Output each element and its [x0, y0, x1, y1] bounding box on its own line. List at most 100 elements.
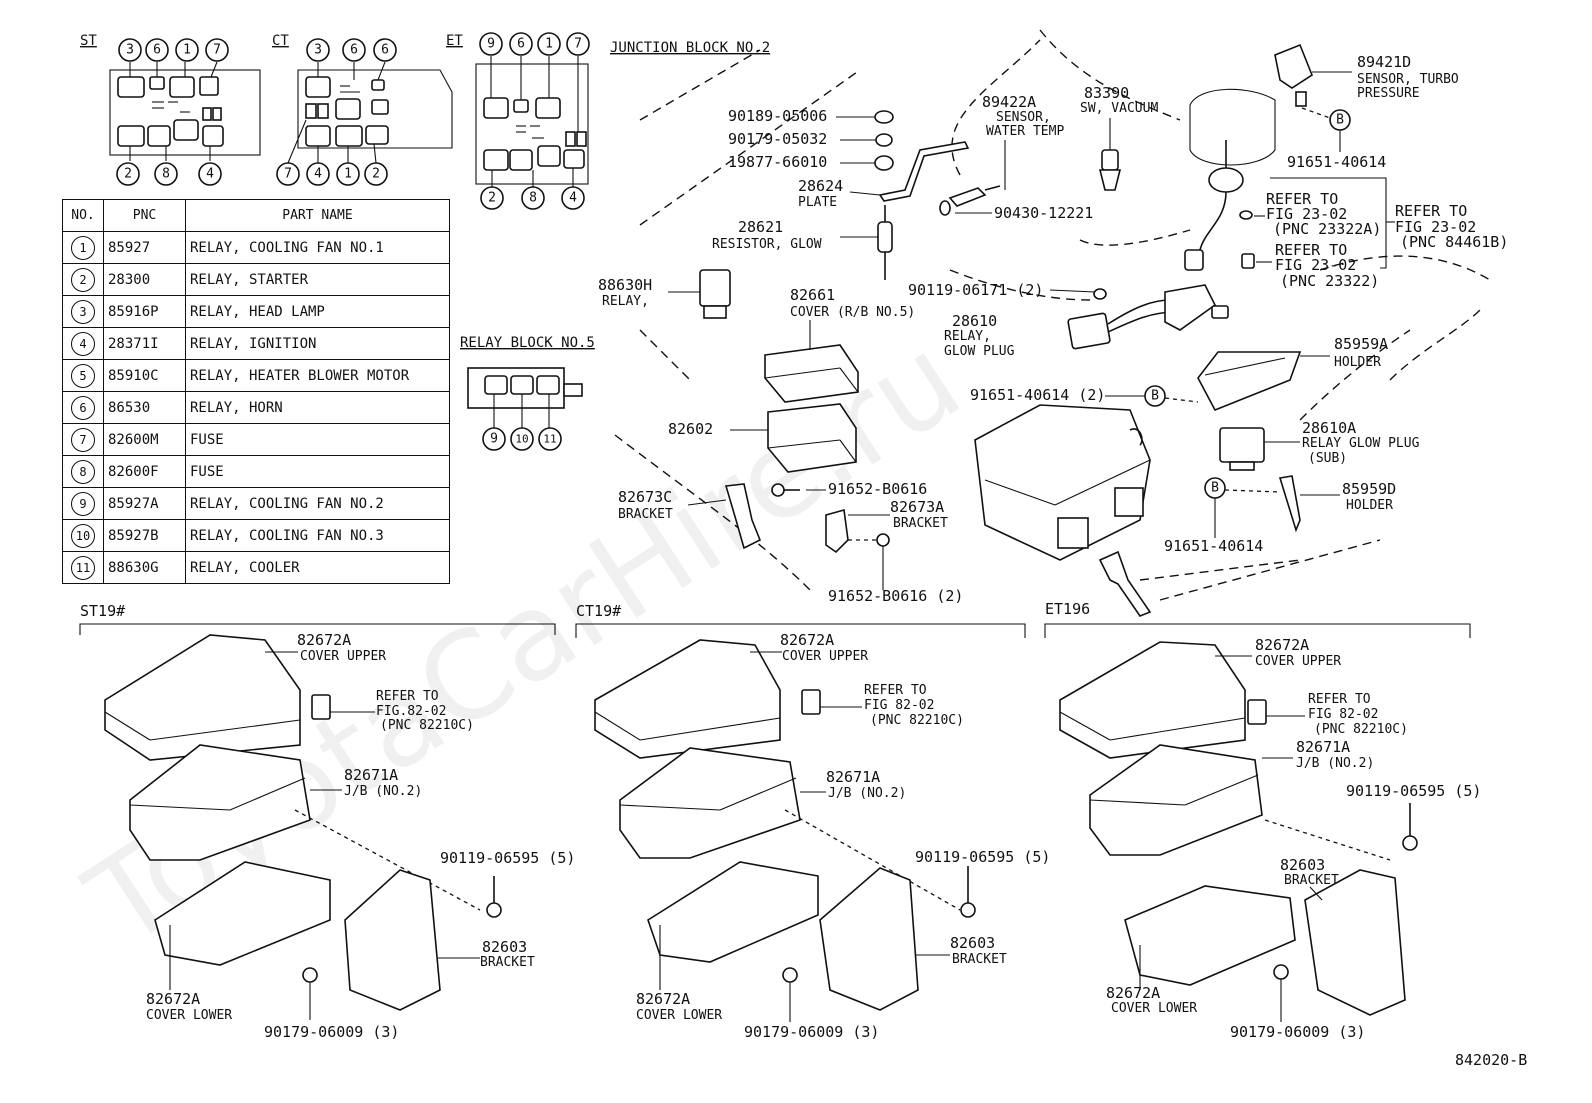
row-number: 4 — [71, 331, 95, 356]
label-relay-2: RELAY, — [944, 329, 991, 344]
label-91651-40614-top: 91651-40614 — [1287, 153, 1386, 171]
svg-text:1: 1 — [344, 167, 352, 182]
label-pnc-23322a: (PNC 23322A) — [1273, 220, 1381, 238]
svg-text:8: 8 — [529, 191, 537, 206]
label-water-temp: WATER TEMP — [986, 124, 1064, 139]
label-sw-vacuum: SW, VACUUM — [1080, 101, 1158, 116]
svg-text:10: 10 — [515, 433, 528, 446]
label-sensor: SENSOR, — [996, 110, 1051, 125]
svg-text:7: 7 — [213, 43, 221, 58]
holder-85959d — [1278, 475, 1301, 533]
label-90119-06171: 90119-06171 (2) — [908, 281, 1043, 299]
et-layout: ET 9 6 1 7 2 8 4 — [446, 32, 590, 210]
label-cover-rb5: COVER (R/B NO.5) — [790, 305, 915, 320]
row-pnc: 85927A — [103, 487, 186, 520]
svg-text:90119-06595 (5): 90119-06595 (5) — [915, 848, 1050, 866]
label-28610a: 28610A — [1302, 419, 1356, 437]
engine-room-box — [974, 404, 1152, 617]
svg-text:82672A: 82672A — [1255, 636, 1309, 654]
label-82661: 82661 — [790, 286, 835, 304]
svg-text:4: 4 — [314, 167, 322, 182]
row-number: 2 — [71, 267, 95, 292]
label-holder-1: HOLDER — [1334, 355, 1381, 370]
label-pnc-84461b: (PNC 84461B) — [1400, 233, 1508, 251]
svg-text:3: 3 — [126, 43, 134, 58]
screw-91652 — [771, 483, 826, 497]
row-number: 3 — [71, 299, 95, 324]
svg-text:6: 6 — [350, 43, 358, 58]
et-block-outline — [475, 63, 589, 185]
label-bracket-2: BRACKET — [893, 516, 948, 531]
label-85959d: 85959D — [1342, 480, 1396, 498]
svg-text:COVER LOWER: COVER LOWER — [146, 1008, 232, 1023]
row-pnc: 28371I — [103, 327, 186, 360]
row-pnc: 82600M — [103, 423, 186, 456]
svg-text:REFER TO: REFER TO — [864, 683, 927, 698]
st-top-callouts: 3 6 1 7 — [118, 38, 229, 62]
svg-text:(PNC 82210C): (PNC 82210C) — [1314, 722, 1408, 737]
junction-block-title: JUNCTION BLOCK NO.2 — [610, 40, 770, 56]
bracket-82673a — [825, 508, 890, 590]
row-part-name: RELAY, COOLING FAN NO.3 — [185, 519, 450, 552]
svg-text:BRACKET: BRACKET — [952, 952, 1007, 967]
svg-text:4: 4 — [569, 191, 577, 206]
label-28624: 28624 — [798, 177, 843, 195]
ct-block-outline — [297, 69, 453, 149]
label-fig-2: FIG 23-02 — [1275, 256, 1356, 274]
label-fig-1: FIG 23-02 — [1266, 205, 1347, 223]
row-pnc: 82600F — [103, 455, 186, 488]
row-pnc: 85927 — [103, 231, 186, 264]
row-pnc: 85910C — [103, 359, 186, 392]
svg-text:9: 9 — [490, 432, 498, 447]
relay-glow-plug-sub — [1219, 427, 1300, 471]
label-bracket-1: BRACKET — [618, 507, 673, 522]
svg-text:82672A: 82672A — [297, 631, 351, 649]
label-85959a: 85959A — [1334, 335, 1388, 353]
label-91652-b0616-2: 91652-B0616 (2) — [828, 587, 963, 605]
label-90189-05006: 90189-05006 — [728, 107, 827, 125]
svg-text:COVER UPPER: COVER UPPER — [782, 649, 868, 664]
et-bottom-callouts: 2 8 4 — [480, 186, 585, 210]
svg-text:B: B — [1336, 113, 1344, 128]
st-layout: ST 3 6 1 7 2 8 4 — [80, 33, 261, 186]
row-part-name: RELAY, COOLING FAN NO.1 — [185, 231, 450, 264]
row-number: 9 — [71, 491, 95, 516]
col-part-name: PART NAME — [185, 199, 450, 232]
svg-text:6: 6 — [381, 43, 389, 58]
svg-text:6: 6 — [517, 37, 525, 52]
ct-layout: CT 3 6 6 7 4 1 2 — [272, 33, 453, 186]
label-refer-2: REFER TO — [1275, 241, 1347, 259]
svg-text:90179-06009 (3): 90179-06009 (3) — [1230, 1023, 1365, 1041]
relay-88630h — [668, 269, 731, 319]
svg-text:11: 11 — [543, 433, 556, 446]
svg-text:82603: 82603 — [950, 934, 995, 952]
svg-text:COVER LOWER: COVER LOWER — [1111, 1001, 1197, 1016]
row-number: 5 — [71, 363, 95, 388]
glow-resistor — [840, 205, 893, 280]
st-bottom-callouts: 2 8 4 — [116, 162, 222, 186]
label-82673c: 82673C — [618, 488, 672, 506]
col-no: NO. — [62, 199, 104, 232]
svg-text:COVER UPPER: COVER UPPER — [300, 649, 386, 664]
vacuum-tank-assembly — [1184, 88, 1395, 271]
svg-text:B: B — [1211, 481, 1219, 496]
label-88630h: 88630H — [598, 276, 652, 294]
diagram-code: 842020-B — [1455, 1051, 1527, 1069]
label-28621: 28621 — [738, 218, 783, 236]
label-82602: 82602 — [668, 420, 713, 438]
relay-block-82602 — [730, 403, 857, 473]
svg-text:90119-06595 (5): 90119-06595 (5) — [1346, 782, 1481, 800]
water-temp-sensor — [939, 140, 1006, 216]
ct-label: CT — [272, 33, 289, 49]
variant-ct19: CT19# 82672A COVER UPPER REFER TO FIG 82… — [575, 602, 1050, 1041]
svg-text:7: 7 — [574, 37, 582, 52]
svg-text:1: 1 — [183, 43, 191, 58]
label-refer-3: REFER TO — [1395, 202, 1467, 220]
label-sub: (SUB) — [1308, 451, 1347, 466]
